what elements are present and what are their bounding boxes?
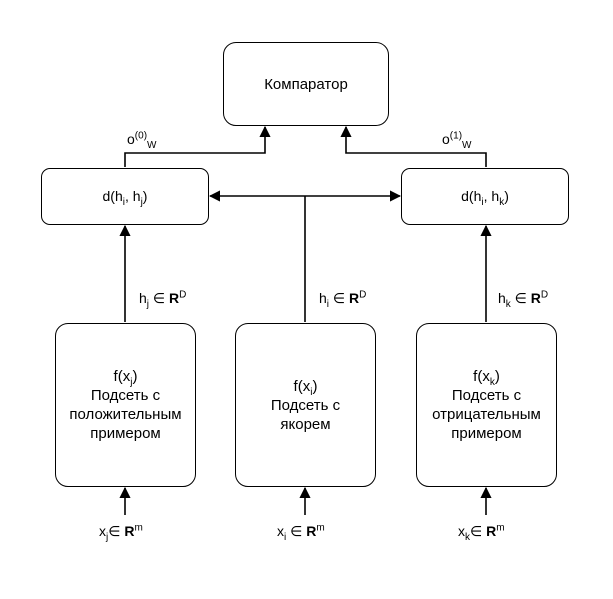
output-label-left: o(0)W [127, 130, 157, 151]
embedding-label-right: hk ∈ RD [498, 289, 549, 310]
output-label-right: o(1)W [442, 130, 472, 151]
distance-box-right: d(hi, hk) [401, 168, 569, 225]
subnet-caption-line: Подсеть с [451, 387, 522, 404]
subnet-box-positive: f(xj) Подсеть с положительным примером [55, 323, 196, 487]
embedding-label-center: hi ∈ RD [319, 289, 367, 310]
input-label-center: xi ∈ Rm [277, 522, 325, 543]
output-arrow-left [124, 125, 271, 167]
subnet-function-label: f(xi) [293, 377, 318, 398]
subnet-caption-line: Подсеть с [270, 396, 341, 414]
subnet-caption-line: якорем [280, 415, 331, 433]
subnet-caption-line: примером [90, 425, 161, 442]
subnet-box-anchor: f(xi) Подсеть с якорем [235, 323, 376, 487]
subnet-caption-line: положительным [69, 406, 182, 423]
subnet-function-label: f(xj) [113, 368, 138, 388]
comparator-box: Компаратор [223, 42, 389, 126]
subnet-caption-line: отрицательным [432, 406, 541, 423]
subnet-function-label: f(xk) [473, 368, 500, 388]
distance-label-left: d(hi, hj) [102, 188, 148, 208]
subnet-box-negative: f(xk) Подсеть с отрицательным примером [416, 323, 557, 487]
output-arrow-right [340, 125, 487, 167]
input-label-right: xk∈ Rm [458, 522, 505, 543]
distance-label-right: d(hi, hk) [461, 188, 509, 208]
embedding-label-left: hj ∈ RD [139, 289, 187, 310]
subnet-caption-line: примером [451, 425, 522, 442]
input-label-left: xj∈ Rm [99, 522, 143, 543]
distance-box-left: d(hi, hj) [41, 168, 209, 225]
subnet-caption-line: Подсеть с [90, 387, 161, 404]
comparator-label: Компаратор [264, 75, 348, 93]
